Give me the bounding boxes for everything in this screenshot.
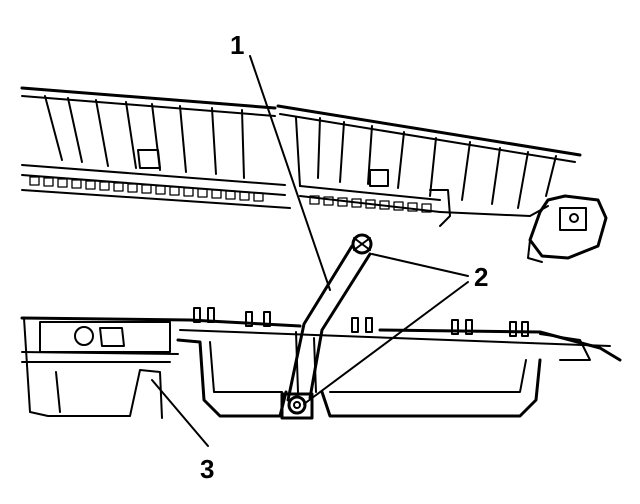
leader-2a (371, 253, 469, 277)
support-strap (280, 233, 373, 420)
callout-2: 2 (474, 262, 488, 292)
leader-1 (249, 55, 331, 291)
leader-lines (151, 55, 469, 447)
callout-1: 1 (230, 30, 244, 60)
callout-3: 3 (200, 454, 214, 484)
upper-panel-right (276, 104, 608, 263)
leader-2b (303, 281, 469, 405)
upper-panel-left (20, 86, 291, 209)
leader-3 (151, 379, 209, 447)
lower-rail (20, 307, 622, 419)
